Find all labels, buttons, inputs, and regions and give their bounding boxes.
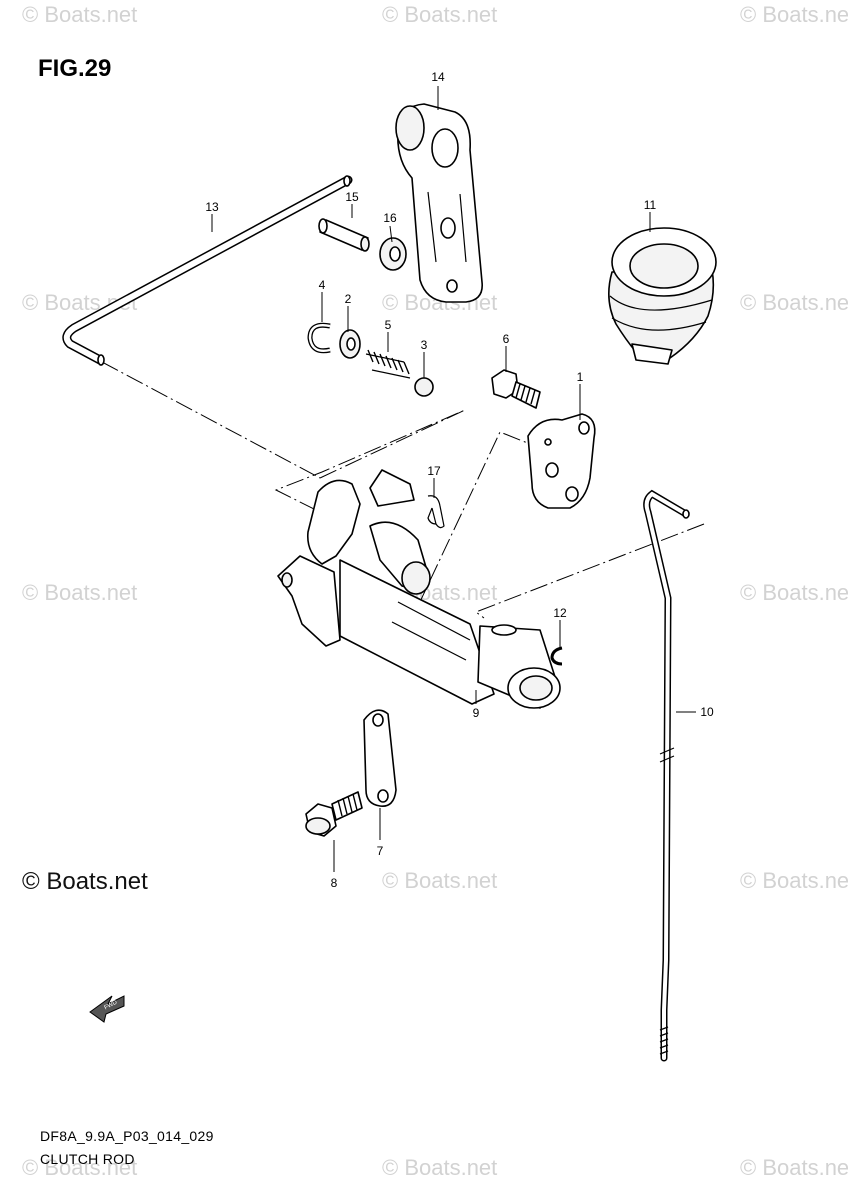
- figure-title: FIG.29: [38, 55, 112, 82]
- fwd-arrow-icon: FWD: [89, 995, 125, 1023]
- callout-2: 2: [344, 292, 352, 306]
- callout-3: 3: [420, 338, 428, 352]
- part-7-link: [363, 709, 397, 807]
- part-13-rod: [62, 175, 353, 366]
- part-5-spring: [365, 349, 411, 379]
- callout-leaders: [211, 86, 696, 872]
- part-12-clip: [550, 646, 563, 666]
- callout-12: 12: [553, 606, 567, 620]
- callout-4: 4: [318, 278, 326, 292]
- callout-11: 11: [643, 198, 657, 212]
- copyright-notice: © Boats.net: [22, 868, 148, 895]
- watermark: © Boats.net: [382, 1155, 498, 1180]
- callout-10: 10: [700, 705, 714, 719]
- part-1-bracket: [527, 413, 596, 509]
- watermark: © Boats.net: [740, 580, 848, 605]
- assembly-lines: [101, 361, 705, 619]
- part-6-bolt: [491, 369, 541, 409]
- callout-7: 7: [376, 844, 384, 858]
- callout-14: 14: [431, 70, 445, 84]
- callout-15: 15: [345, 190, 359, 204]
- callout-5: 5: [384, 318, 392, 332]
- part-10-rod: [643, 489, 690, 1062]
- watermark: © Boats.net: [740, 868, 848, 893]
- part-4-circlip: [307, 322, 331, 354]
- part-8-bolt: [305, 791, 363, 837]
- part-15-pin: [318, 218, 370, 252]
- part-16-washer: [379, 237, 407, 271]
- callout-1: 1: [576, 370, 584, 384]
- watermark: © Boats.net: [382, 2, 498, 27]
- part-11-grommet: [608, 227, 717, 365]
- callout-8: 8: [330, 876, 338, 890]
- watermark: © Boats.net: [740, 1155, 848, 1180]
- watermark: © Boats.net: [740, 2, 848, 27]
- watermark: © Boats.net: [382, 868, 498, 893]
- watermark: © Boats.net: [22, 580, 138, 605]
- callout-9: 9: [472, 706, 480, 720]
- part-2-washer: [339, 329, 361, 359]
- diagram-name: CLUTCH ROD: [40, 1151, 135, 1167]
- part-14-lever: [395, 103, 483, 303]
- diagram-code: DF8A_9.9A_P03_014_029: [40, 1128, 214, 1144]
- callout-13: 13: [205, 200, 219, 214]
- watermark: © Boats.net: [22, 1155, 138, 1180]
- part-3-ball: [414, 377, 434, 397]
- watermark: © Boats.net: [22, 2, 138, 27]
- watermark: © Boats.net: [740, 290, 848, 315]
- part-9-clutch-shaft: [277, 469, 561, 709]
- callout-6: 6: [502, 332, 510, 346]
- callout-16: 16: [383, 211, 397, 225]
- callout-17: 17: [427, 464, 441, 478]
- part-17-cotter-pin: [427, 495, 445, 529]
